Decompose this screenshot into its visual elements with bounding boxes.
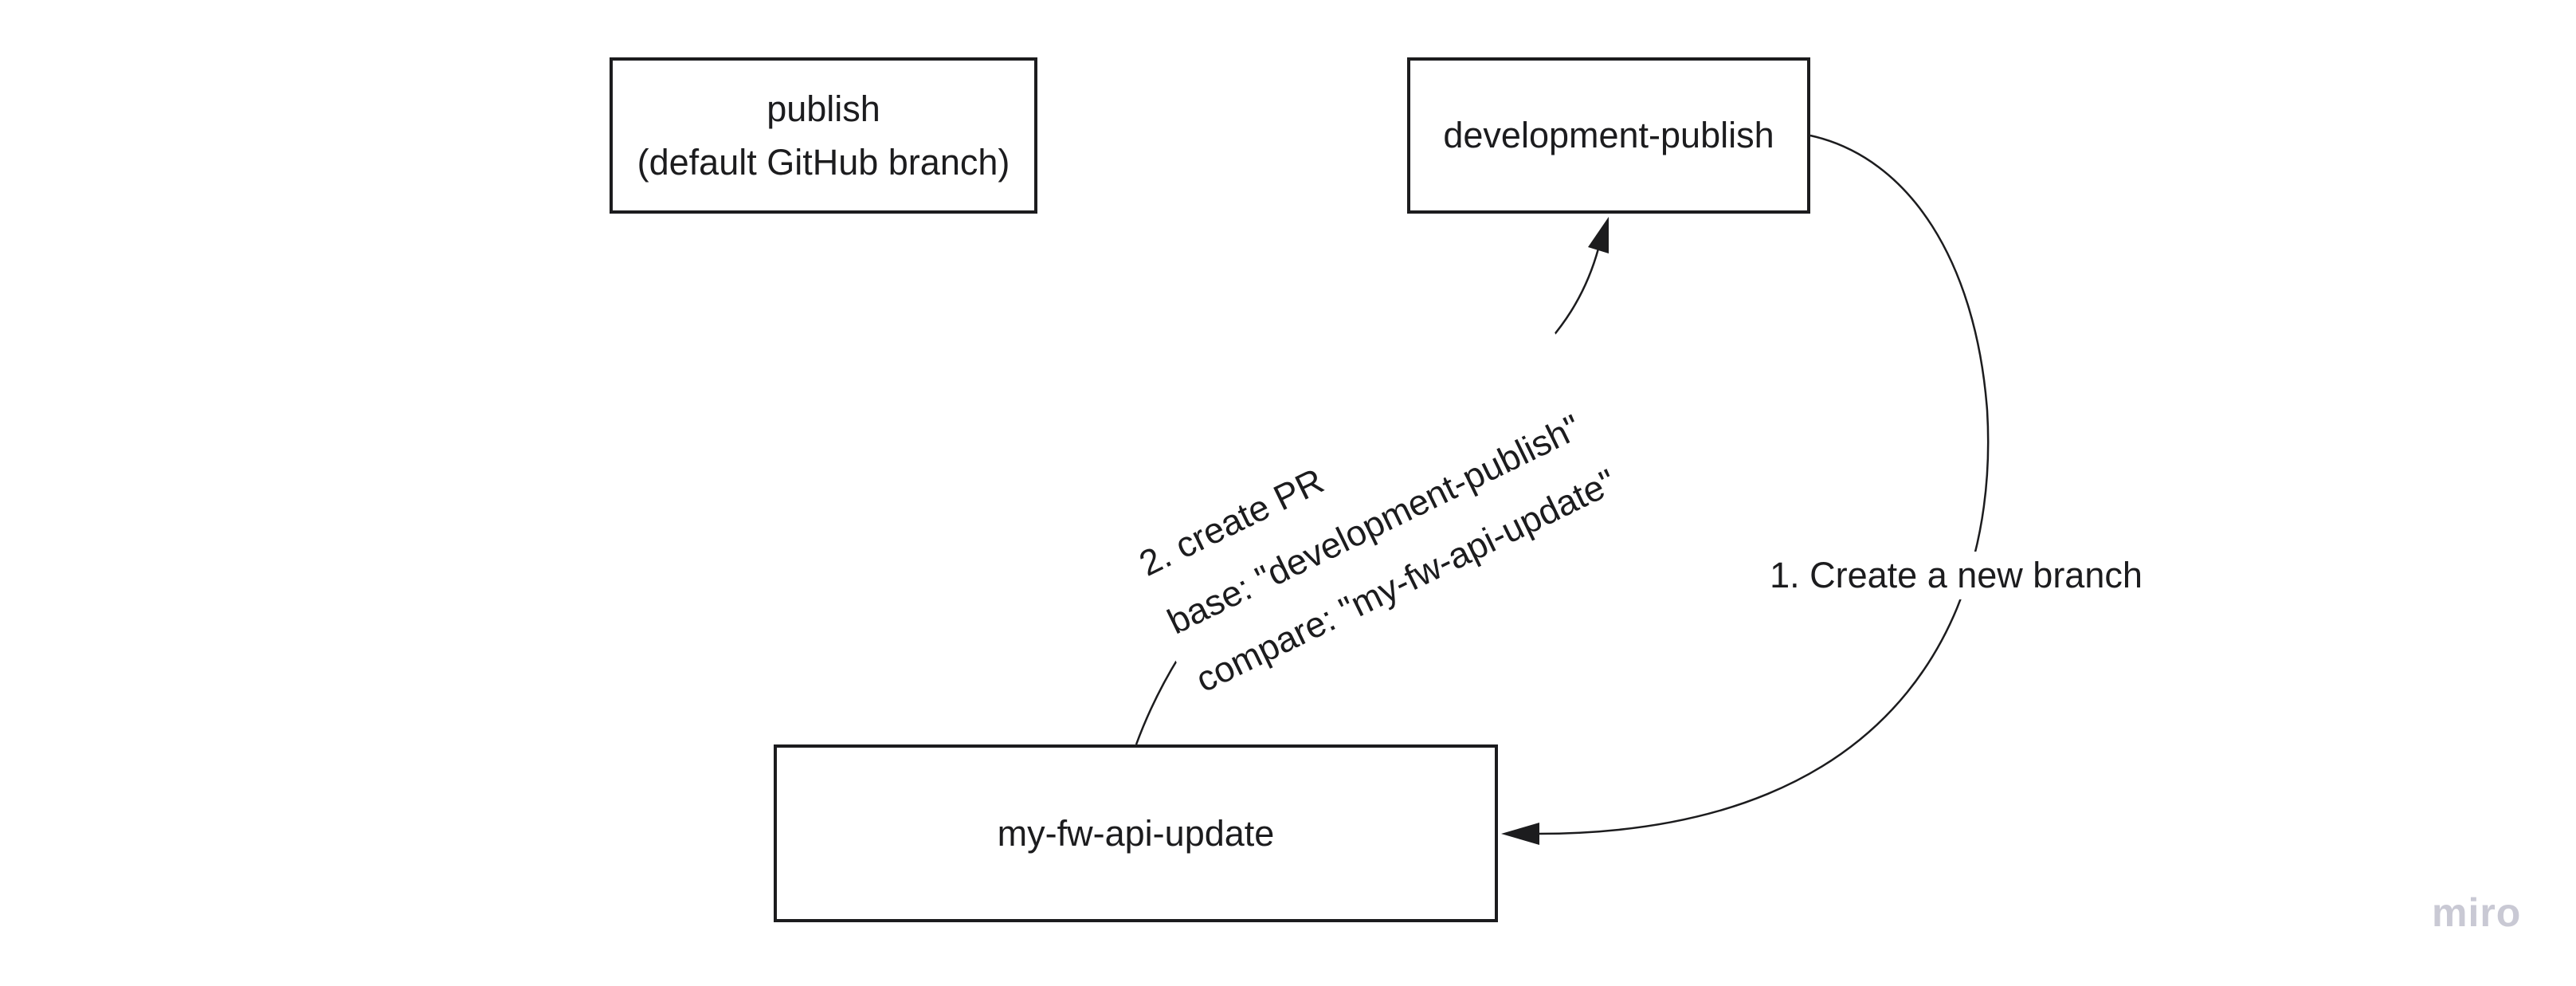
miro-watermark: miro [2432, 890, 2522, 935]
branch-box-publish-label-line2: (default GitHub branch) [637, 142, 1010, 183]
arrowhead-create-branch[interactable] [1501, 823, 1539, 845]
branch-box-development-publish-label: development-publish [1443, 115, 1774, 156]
arrowhead-create-pr[interactable] [1588, 217, 1609, 253]
branch-box-my-fw-api-update[interactable]: my-fw-api-update [774, 744, 1498, 922]
branch-box-publish[interactable]: publish (default GitHub branch) [610, 57, 1037, 214]
branch-box-publish-label-line1: publish [767, 88, 880, 129]
connector-label-create-branch[interactable]: 1. Create a new branch [1759, 552, 2154, 599]
branch-box-my-fw-api-update-label: my-fw-api-update [997, 812, 1275, 854]
connector-create-branch[interactable] [1537, 134, 1990, 835]
branch-box-development-publish[interactable]: development-publish [1407, 57, 1810, 214]
